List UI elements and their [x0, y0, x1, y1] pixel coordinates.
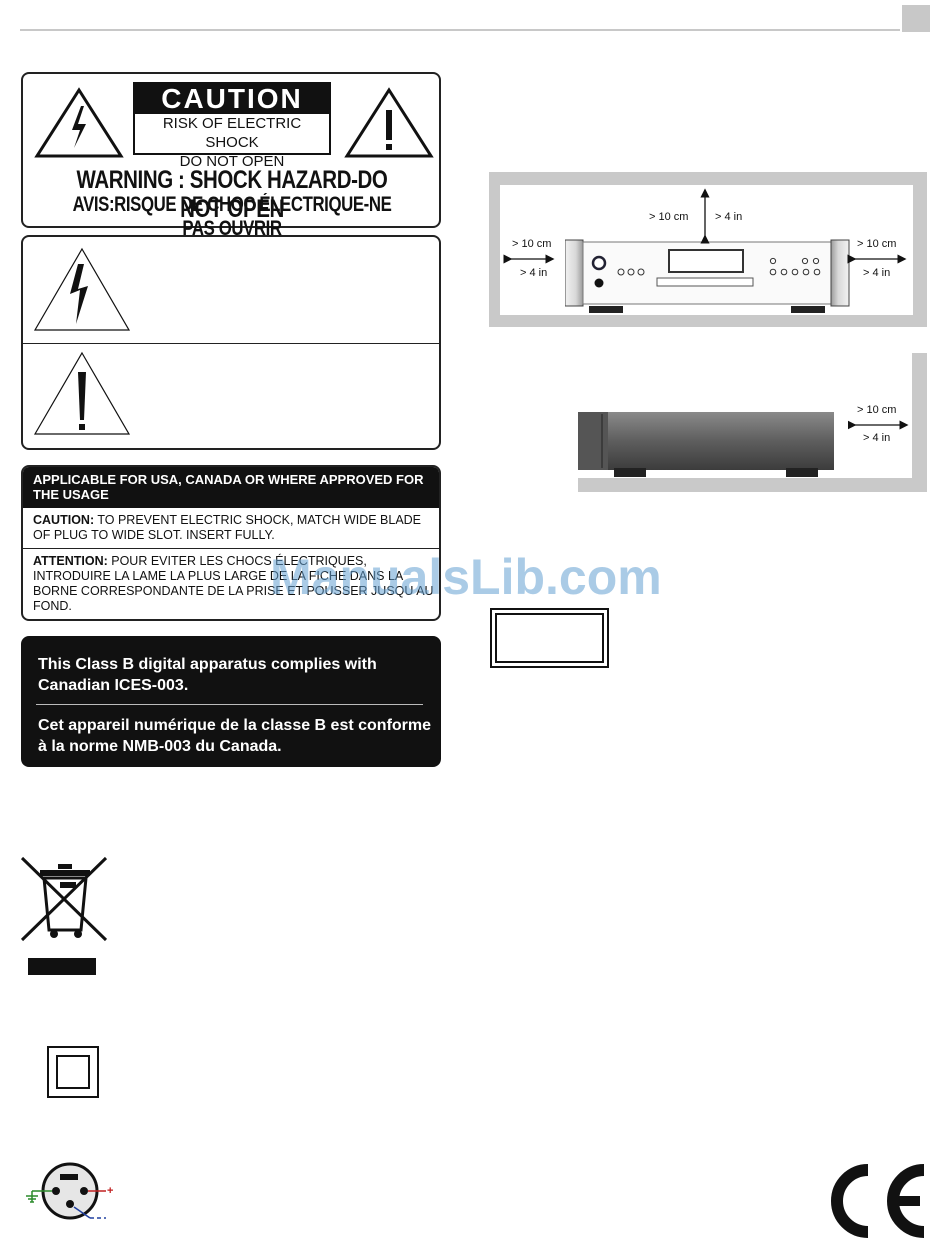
caution-label: CAUTION:	[33, 513, 95, 527]
lightning-triangle-icon	[33, 247, 131, 331]
ices-panel	[21, 636, 441, 767]
ices-divider	[36, 704, 423, 705]
clearance-wall	[912, 353, 927, 492]
caution-line-2: DO NOT OPEN	[179, 153, 285, 170]
ices-fr: Cet appareil numérique de la classe B es…	[38, 717, 432, 755]
class-ii-icon	[47, 1046, 99, 1098]
symbols-panel	[21, 235, 441, 450]
watermark: ManualsLib.com	[270, 549, 662, 605]
weee-bin-icon	[20, 856, 108, 942]
top-clearance-in: > 4 in	[715, 211, 743, 223]
ices-en: This Class B digital apparatus complies …	[38, 656, 377, 694]
attention-label: ATTENTION:	[33, 554, 108, 568]
attention-body: POUR EVITER LES CHOCS ÉLECTRIQUES, INTRO…	[33, 554, 434, 613]
caution-panel	[21, 72, 441, 228]
caution-banner: CAUTION RISK OF ELECTRIC SHOCK DO NOT OP…	[133, 82, 331, 170]
left-clearance-cm: > 10 cm	[512, 238, 552, 250]
side-clearance-in: > 4 in	[863, 432, 891, 444]
cd-player-side-illustration	[578, 412, 834, 477]
caution-line-1: RISK OF ELECTRIC SHOCK	[162, 115, 302, 151]
weee-bar	[28, 958, 96, 975]
cd-player-front-illustration	[565, 239, 850, 313]
usa-divider	[23, 548, 439, 549]
header-rule	[20, 29, 900, 31]
right-clearance-in: > 4 in	[863, 267, 891, 279]
xlr-connector-icon: +	[26, 1162, 113, 1220]
warning-en: WARNING : SHOCK HAZARD-DO NOT OPEN	[76, 166, 388, 223]
usa-header-bar	[23, 467, 439, 508]
warning-fr: AVIS:RISQUE DE CHOC ÉLECTRIQUE-NE PAS OU…	[72, 193, 392, 240]
class-ii-inner	[56, 1055, 90, 1089]
caution-plug-text: CAUTION: TO PREVENT ELECTRIC SHOCK, MATC…	[33, 513, 438, 543]
attention-plug-text: ATTENTION: POUR EVITER LES CHOCS ÉLECTRI…	[33, 554, 438, 614]
side-clearance-arrow	[848, 420, 909, 430]
left-clearance-in: > 4 in	[520, 267, 548, 279]
laser-label-outer	[490, 608, 609, 668]
side-clearance-cm: > 10 cm	[857, 404, 897, 416]
ce-mark-icon	[831, 1164, 925, 1238]
symbols-divider	[23, 343, 439, 344]
usa-panel	[21, 465, 441, 621]
lightning-triangle-icon	[34, 87, 124, 158]
usa-header: APPLICABLE FOR USA, CANADA OR WHERE APPR…	[33, 472, 424, 502]
top-clearance-cm: > 10 cm	[649, 211, 689, 223]
clearance-arrows-front	[503, 188, 907, 264]
svg-text:+: +	[107, 1185, 113, 1197]
clearance-floor	[578, 478, 927, 492]
exclamation-triangle-icon	[33, 351, 131, 435]
right-clearance-cm: > 10 cm	[857, 238, 897, 250]
exclamation-triangle-icon	[344, 87, 434, 158]
laser-label-inner	[495, 613, 604, 663]
caution-title: CAUTION	[135, 84, 329, 114]
page-tab	[902, 5, 930, 32]
caution-body: TO PREVENT ELECTRIC SHOCK, MATCH WIDE BL…	[33, 513, 422, 542]
